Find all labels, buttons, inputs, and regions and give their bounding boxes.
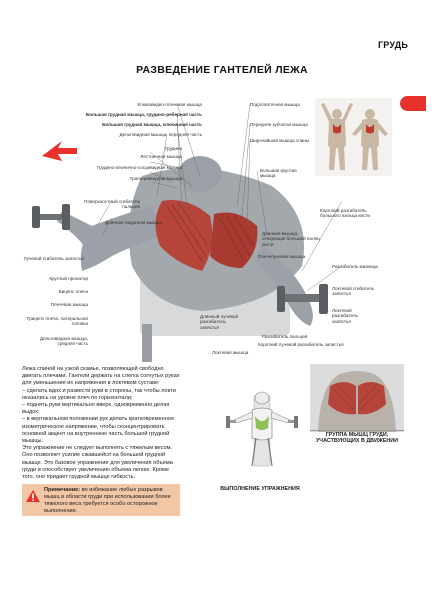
section-label: ГРУДЬ bbox=[377, 40, 408, 50]
label-anconeus: Локтевая мышца bbox=[212, 350, 249, 355]
label-sternum: Грудина bbox=[164, 146, 182, 151]
instruction-comment: Это упражнение не следует выполнять с тя… bbox=[22, 445, 173, 481]
label-extensor-pollicis-brevis: Короткий разгибатель большого пальца кис… bbox=[320, 208, 370, 219]
label-extensor-digiti-minimi: Разгибатель мизинца bbox=[332, 264, 378, 269]
chest-muscle-group-thumbnail bbox=[310, 364, 404, 432]
page-title: РАЗВЕДЕНИЕ ГАНТЕЛЕЙ ЛЕЖА bbox=[136, 64, 308, 76]
label-teres-major: Большая круглая мышца bbox=[260, 168, 297, 179]
instruction-step-2: – поднять руки вертикально вверх, одновр… bbox=[22, 402, 170, 416]
label-extensor-carpi-ulnaris: Локтевой разгибатель запястья bbox=[332, 308, 358, 324]
label-flexor-carpi-radialis: Лучевой сгибатель запястья bbox=[23, 256, 84, 261]
anatomy-illustration: Клювовидно-плечевая мышца Большая грудна… bbox=[22, 96, 382, 366]
exercise-execution-sketch bbox=[222, 376, 302, 476]
label-deltoid-middle: Дельтовидная мышца, средняя часть bbox=[40, 336, 88, 347]
note-label: Примечание: bbox=[44, 487, 81, 493]
label-brachialis: Плечевая мышца bbox=[50, 302, 88, 307]
warning-note: Примечание: во избежание любых разрывов … bbox=[22, 484, 180, 516]
label-trapezius: Трапециевидная мышца bbox=[129, 176, 182, 181]
label-serratus-anterior: Передняя зубчатая мышца bbox=[250, 122, 308, 127]
label-extensor-carpi-radialis-longus: Длинный лучевой разгибатель запястья bbox=[200, 314, 239, 330]
label-extensor-carpi-radialis-brevis: Короткий лучевой разгибатель запястья bbox=[258, 342, 344, 347]
label-deltoid-anterior: Дельтовидная мышца, передняя часть bbox=[119, 132, 202, 137]
instruction-step-3: – в вертикальном положении рук делать кр… bbox=[22, 416, 175, 445]
label-pectoralis-clavicular: Большая грудная мышца, ключичная часть bbox=[102, 122, 202, 127]
instruction-step-1: – сделать вдох и развести руки в стороны… bbox=[22, 387, 176, 401]
label-pronator-teres: Круглый пронатор bbox=[49, 276, 88, 281]
label-abductor-pollicis-longus: Длинная мышца, отводящая большой палец к… bbox=[262, 231, 320, 247]
label-biceps: Бицепс плеча bbox=[58, 289, 88, 294]
page-tab-marker bbox=[400, 96, 426, 111]
label-coracobrachialis: Клювовидно-плечевая мышца bbox=[137, 102, 202, 107]
note-text: во избежание любых разрывов мышц в облас… bbox=[44, 487, 171, 514]
start-end-position-thumbnail bbox=[315, 98, 392, 176]
instructions-text: Лежа спиной на узкой скамье, позволяющей… bbox=[22, 366, 182, 481]
warning-icon bbox=[26, 490, 40, 502]
label-triceps-lateral: Трицепс плеча, латеральная головка bbox=[26, 316, 88, 327]
label-brachioradialis: Плечелучевая мышца bbox=[258, 254, 306, 259]
label-sternocleidomastoid: Грудино-ключично-сосцевидная мышца bbox=[96, 165, 182, 170]
caption-divider bbox=[310, 430, 404, 431]
muscle-group-caption: ГРУППА МЫШЦ ГРУДИ, УЧАСТВУЮЩИХ В ДВИЖЕНИ… bbox=[315, 432, 399, 445]
label-flexor-carpi-ulnaris: Локтевой сгибатель запястья bbox=[332, 286, 375, 297]
label-pectoralis-sternocostal: Большая грудная мышца, грудино-реберная … bbox=[85, 112, 202, 117]
exercise-execution-caption: ВЫПОЛНЕНИЕ УПРАЖНЕНИЯ bbox=[220, 486, 300, 492]
label-subscapularis: Подлопаточная мышца bbox=[250, 102, 300, 107]
label-extensor-digitorum: Разгибатель пальцев bbox=[262, 334, 308, 339]
label-scalene: Лестничная мышца bbox=[140, 154, 182, 159]
label-latissimus-dorsi: Широчайшая мышца спины bbox=[250, 138, 310, 143]
instruction-intro: Лежа спиной на узкой скамье, позволяющей… bbox=[22, 366, 180, 387]
label-palmaris-longus: Длинная ладонная мышца bbox=[105, 220, 162, 225]
label-flexor-digitorum-superficialis: Поверхностный сгибатель пальцев bbox=[84, 199, 140, 210]
